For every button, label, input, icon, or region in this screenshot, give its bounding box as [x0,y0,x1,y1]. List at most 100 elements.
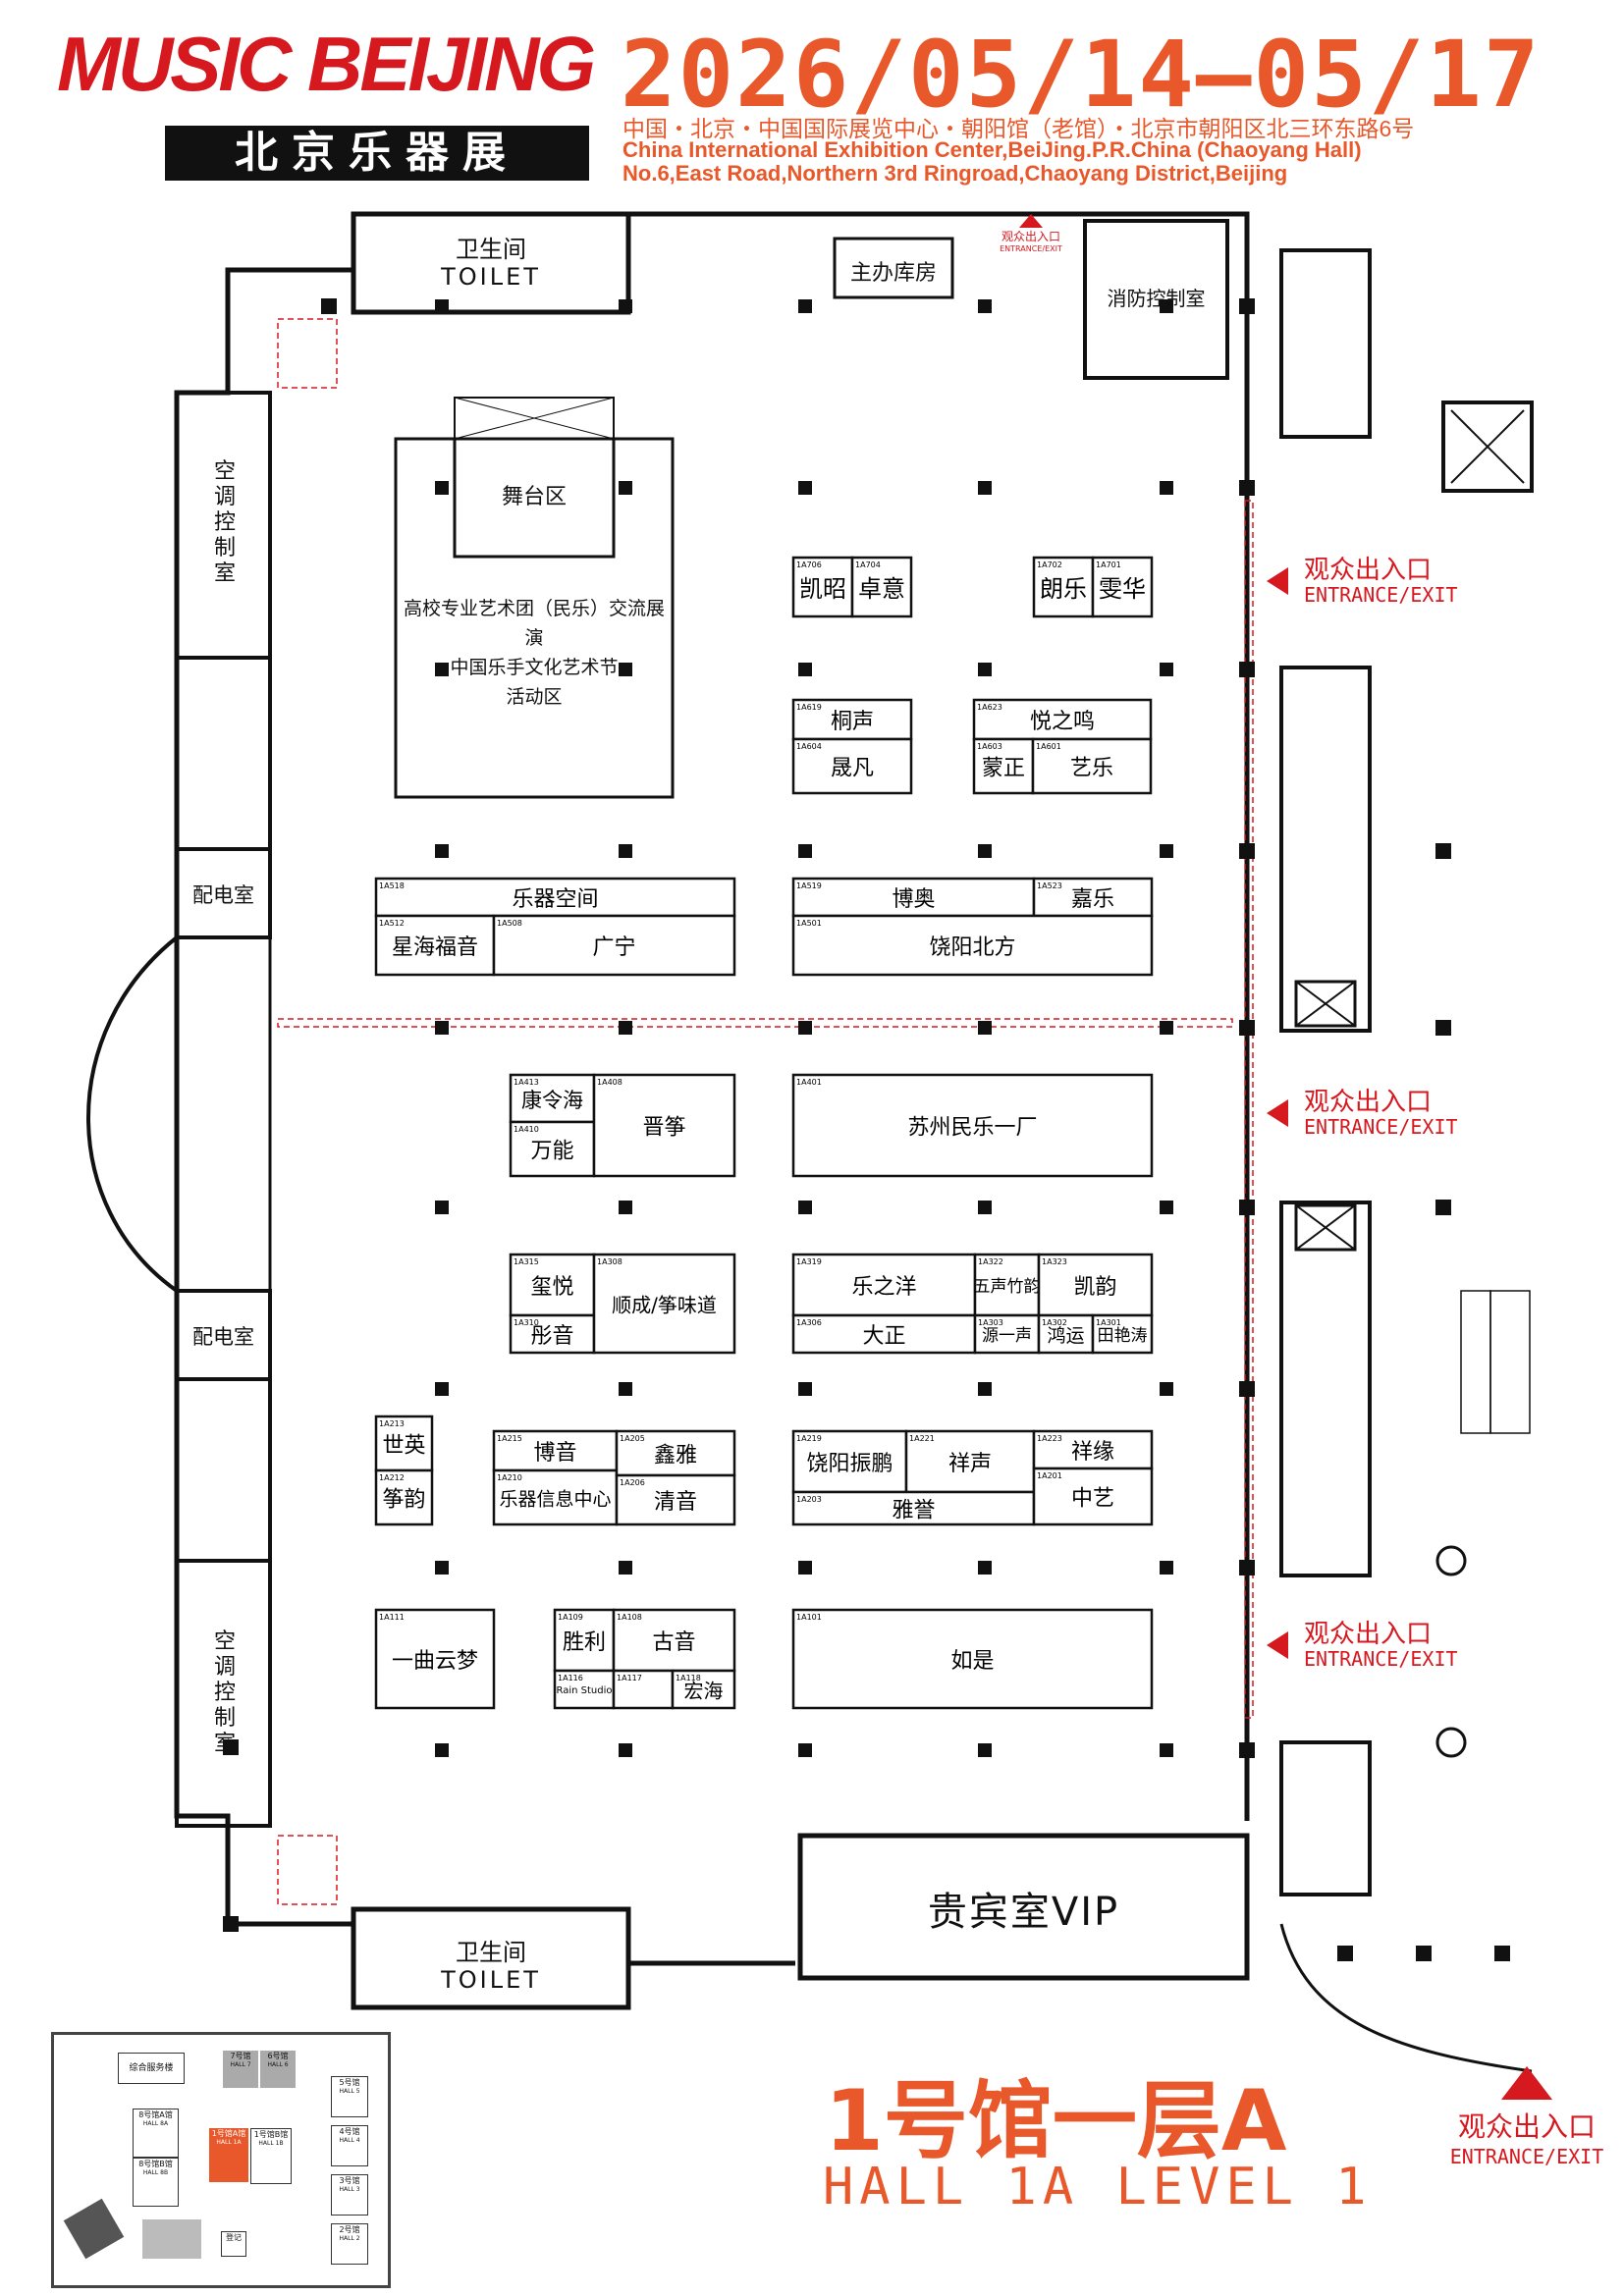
booth-outline [509,1120,596,1178]
booth-1a221[interactable]: 1A221 祥声 [904,1429,1036,1494]
booth-id: 1A109 [558,1613,583,1622]
booth-id: 1A303 [978,1318,1003,1327]
pillar [798,1561,812,1575]
hall-title-cn: 1号馆一层A [825,2072,1287,2170]
pillar [223,1739,239,1755]
booth-name: 彤音 [530,1324,573,1349]
booth-id: 1A221 [909,1434,935,1443]
booth-outline [592,1253,736,1355]
minimap-hall-4-en: HALL 4 [339,2137,360,2144]
booth-id: 1A116 [558,1674,583,1682]
minimap-block-dark [63,2198,125,2260]
booth-name: 晋筝 [642,1116,685,1141]
pillar [798,1382,812,1396]
booth-id: 1A118 [676,1674,701,1682]
booth-outline [791,1313,977,1355]
booth-outline [612,1608,736,1673]
entrance-exit-4[interactable]: 观众出入口 ENTRANCE/EXIT [1443,2066,1610,2168]
booth-name: 祥声 [948,1452,992,1476]
booth-outline [374,877,736,918]
booth-id: 1A308 [597,1257,623,1266]
pillar [798,1201,812,1214]
booth-name: 广宁 [592,935,635,960]
pillar [1435,1020,1451,1036]
top-entrance-exit[interactable]: 观众出入口 ENTRANCE/EXIT [987,214,1075,253]
booth-id: 1A401 [796,1078,822,1087]
stage-area: 舞台区 [501,485,567,509]
booth-name: 鑫雅 [654,1444,697,1468]
organizer-storage: 主办库房 [849,261,937,286]
booth-1a508[interactable]: 1A508 广宁 [492,914,736,977]
booth-outline [374,1608,496,1710]
pillar [798,663,812,676]
booth-id: 1A101 [796,1613,822,1622]
pillar [435,1382,449,1396]
pillar [1239,843,1255,859]
booth-name: Rain Studio [556,1685,612,1696]
booth-id: 1A501 [796,919,822,928]
booth-name: 晟凡 [831,757,874,781]
booth-name: 五声竹韵 [974,1277,1041,1297]
pillar [1239,662,1255,677]
pillar [1160,1201,1173,1214]
booth-outline [492,1429,619,1472]
booth-outline [612,1669,675,1710]
booth-1a117[interactable]: 1A117 [612,1669,675,1710]
booth-id: 1A310 [514,1318,539,1327]
booth-id: 1A508 [497,919,522,928]
booth-name: 源一声 [982,1326,1032,1346]
exit-arrow-icon [1501,2066,1552,2100]
booth-name: 一曲云梦 [392,1649,478,1674]
booth-name: 艺乐 [1070,757,1113,781]
